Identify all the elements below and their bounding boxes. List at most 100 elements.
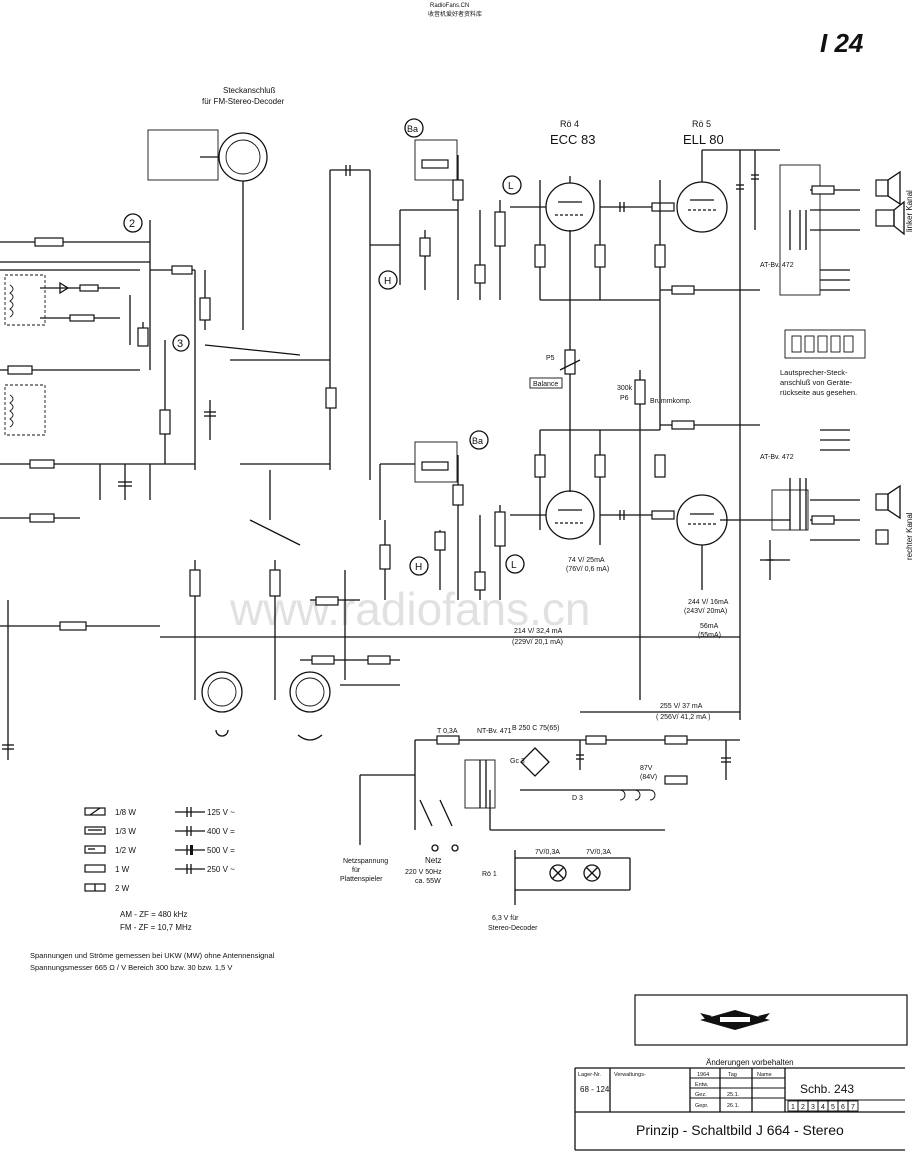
svg-text:220 V 50Hz: 220 V 50Hz: [405, 869, 442, 876]
svg-text:255 V/ 37 mA: 255 V/ 37 mA: [660, 703, 703, 710]
svg-text:1: 1: [791, 1104, 795, 1111]
svg-text:7V/0,3A: 7V/0,3A: [586, 849, 611, 856]
svg-text:68 - 124: 68 - 124: [580, 1085, 610, 1094]
marker-loud-bottom: L: [511, 560, 517, 571]
svg-text:rückseite aus gesehen.: rückseite aus gesehen.: [780, 388, 857, 397]
svg-text:AT-Bv. 472: AT-Bv. 472: [760, 454, 794, 461]
svg-text:AT-Bv. 472: AT-Bv. 472: [760, 262, 794, 269]
svg-text:Gepr.: Gepr.: [695, 1103, 709, 1109]
svg-text:6,3 V für: 6,3 V für: [492, 915, 519, 922]
marker-treble-bottom: H: [415, 562, 422, 573]
power-section: 214 V/ 32,4 mA (229V/ 20,1 mA) 255 V/ 37…: [160, 628, 740, 932]
svg-text:Rö 4: Rö 4: [560, 119, 579, 129]
svg-text:T 0,3A: T 0,3A: [437, 728, 458, 735]
ecc83-section: Rö 4 ECC 83 P5 Balance 7: [510, 119, 675, 573]
svg-text:250 V ~: 250 V ~: [207, 865, 235, 874]
svg-text:ELL 80: ELL 80: [683, 132, 724, 147]
svg-text:P6: P6: [620, 395, 629, 402]
stereo-decoder-connector: Steckanschluß für FM-Stereo-Decoder: [147, 86, 285, 330]
svg-text:P5: P5: [546, 355, 555, 362]
svg-text:Entw.: Entw.: [695, 1082, 709, 1088]
svg-text:(76V/ 0,6 mA): (76V/ 0,6 mA): [566, 566, 609, 573]
svg-text:NT-Bv. 471: NT-Bv. 471: [477, 728, 512, 735]
svg-text:7V/0,3A: 7V/0,3A: [535, 849, 560, 856]
right-channel-label: rechter Kanal: [905, 512, 914, 560]
svg-text:Name: Name: [757, 1072, 772, 1078]
svg-text:für FM-Stereo-Decoder: für FM-Stereo-Decoder: [202, 97, 285, 106]
watermark: www.radiofans.cn: [229, 583, 591, 635]
if-fm: FM - ZF = 10,7 MHz: [120, 923, 192, 932]
left-circuit: 2: [0, 213, 195, 760]
svg-text:Netz: Netz: [425, 856, 441, 865]
manufacturer-logo: [634, 994, 908, 1046]
svg-text:D 3: D 3: [572, 795, 583, 802]
svg-text:B 250 C 75(65): B 250 C 75(65): [512, 725, 559, 732]
svg-text:74 V/ 25mA: 74 V/ 25mA: [568, 557, 605, 564]
marker-loud-top: L: [508, 181, 514, 192]
measure-note-1: Spannungen und Ströme gemessen bei UKW (…: [30, 951, 275, 960]
svg-text:anschluß von Geräte-: anschluß von Geräte-: [780, 378, 853, 387]
marker-3: 3: [177, 338, 183, 350]
svg-text:3: 3: [811, 1104, 815, 1111]
svg-text:6: 6: [841, 1104, 845, 1111]
svg-text:1/2 W: 1/2 W: [115, 846, 136, 855]
svg-text:(84V): (84V): [640, 774, 657, 781]
changes-note: Änderungen vorbehalten: [706, 1058, 794, 1067]
svg-text:26.1.: 26.1.: [727, 1103, 740, 1109]
sheet-id: I 24: [820, 28, 864, 58]
svg-text:( 256V/ 41,2 mA ): ( 256V/ 41,2 mA ): [656, 714, 710, 721]
left-channel-label: linker Kanal: [905, 190, 914, 232]
svg-text:Gc 3: Gc 3: [510, 758, 525, 765]
marker-2: 2: [129, 218, 135, 230]
svg-text:(55mA): (55mA): [698, 632, 721, 639]
svg-text:400 V =: 400 V =: [207, 827, 235, 836]
svg-text:87V: 87V: [640, 765, 653, 772]
schematic-title: Prinzip - Schaltbild J 664 - Stereo: [636, 1122, 844, 1138]
marker-treble-top: H: [384, 276, 391, 287]
svg-text:Stereo-Decoder: Stereo-Decoder: [488, 925, 538, 932]
marker-bass-top: Ba: [407, 124, 418, 134]
svg-text:(243V/ 20mA): (243V/ 20mA): [684, 608, 727, 615]
if-am: AM - ZF = 480 kHz: [120, 910, 187, 919]
svg-text:Lager-Nr.: Lager-Nr.: [578, 1072, 601, 1078]
input-switches: 3: [172, 165, 370, 700]
svg-text:Plattenspieler: Plattenspieler: [340, 876, 383, 883]
svg-text:Netzspannung: Netzspannung: [343, 858, 388, 865]
svg-text:Gez.: Gez.: [695, 1092, 707, 1098]
title-block: Änderungen vorbehalten Lager-Nr. 68 - 12…: [574, 1058, 905, 1151]
svg-text:Tag: Tag: [728, 1072, 737, 1078]
brummkomp-label: Brummkomp.: [650, 398, 692, 405]
svg-text:300k: 300k: [617, 385, 633, 392]
svg-text:1/8 W: 1/8 W: [115, 808, 136, 817]
measure-note-2: Spannungsmesser 665 Ω / V Bereich 300 bz…: [30, 963, 232, 972]
svg-text:7: 7: [851, 1104, 855, 1111]
marker-bass-bottom: Ba: [472, 436, 483, 446]
tone-controls: Ba H L Ba H L: [300, 118, 525, 686]
svg-text:für: für: [352, 867, 361, 874]
site-header: RadioFans.CN: [430, 3, 469, 9]
schb-number: Schb. 243: [800, 1082, 854, 1096]
svg-text:Lautsprecher-Steck-: Lautsprecher-Steck-: [780, 368, 848, 377]
balance-label: Balance: [533, 381, 558, 388]
svg-text:(229V/ 20,1 mA): (229V/ 20,1 mA): [512, 639, 563, 646]
component-legend: 1/8 W 1/3 W 1/2 W 1 W 2 W 125 V ~ 400 V …: [30, 807, 275, 972]
din-sockets: [201, 671, 331, 741]
svg-text:ECC 83: ECC 83: [550, 132, 596, 147]
svg-text:5: 5: [831, 1104, 835, 1111]
revision-index: 1 2 3 4 5 6 7: [787, 1100, 859, 1112]
svg-text:Verwaltungs-: Verwaltungs-: [614, 1072, 646, 1078]
output-stage: AT-Bv. 472 linker Kanal AT-Bv. 472 recht…: [760, 164, 914, 580]
ell80-section: Rö 5 ELL 80 300k P6 Brummkomp. 244 V/ 16…: [617, 119, 790, 720]
svg-text:Rö 1: Rö 1: [482, 871, 497, 878]
svg-text:ca. 55W: ca. 55W: [415, 878, 441, 885]
svg-text:244 V/ 16mA: 244 V/ 16mA: [688, 599, 729, 606]
svg-text:1964: 1964: [697, 1072, 709, 1078]
svg-text:500 V =: 500 V =: [207, 846, 235, 855]
svg-text:2: 2: [801, 1104, 805, 1111]
svg-text:2 W: 2 W: [115, 884, 130, 893]
svg-text:Steckanschluß: Steckanschluß: [223, 86, 276, 95]
svg-text:4: 4: [821, 1104, 825, 1111]
svg-text:214 V/ 32,4 mA: 214 V/ 32,4 mA: [514, 628, 563, 635]
svg-text:1 W: 1 W: [115, 865, 130, 874]
